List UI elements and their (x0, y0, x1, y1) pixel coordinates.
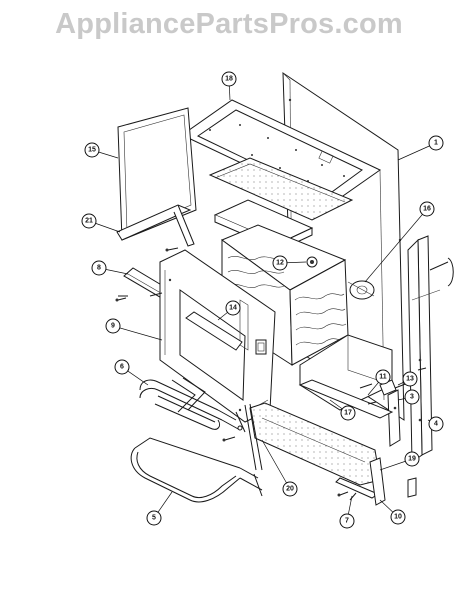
inner-rail (185, 311, 243, 351)
callout-14: 14 (225, 300, 241, 316)
callout-18: 18 (221, 71, 237, 87)
door-hinge (379, 379, 409, 447)
svg-text:17: 17 (344, 410, 352, 417)
callout-20: 20 (282, 481, 298, 497)
svg-text:13: 13 (406, 376, 414, 383)
svg-text:4: 4 (434, 421, 438, 428)
oven-cavity (220, 224, 393, 411)
svg-text:19: 19 (408, 456, 416, 463)
callout-13: 13 (402, 371, 418, 387)
svg-text:21: 21 (85, 218, 93, 225)
callout-6: 6 (114, 359, 130, 375)
bake-element (139, 377, 246, 433)
callout-4: 4 (428, 416, 444, 432)
callout-8: 8 (91, 260, 107, 276)
callout-15: 15 (84, 142, 100, 158)
svg-text:16: 16 (423, 206, 431, 213)
callout-7: 7 (339, 513, 355, 529)
svg-text:12: 12 (276, 260, 284, 267)
callout-11: 11 (375, 369, 391, 385)
svg-text:14: 14 (229, 305, 237, 312)
callout-12: 12 (272, 255, 288, 271)
callout-19: 19 (404, 451, 420, 467)
callout-1: 1 (428, 135, 444, 151)
svg-text:9: 9 (111, 323, 115, 330)
callout-16: 16 (419, 201, 435, 217)
svg-text:1: 1 (434, 140, 438, 147)
screws (115, 247, 427, 497)
side-trim (407, 235, 454, 498)
svg-text:20: 20 (286, 486, 294, 493)
svg-text:11: 11 (379, 374, 387, 381)
bottom-rail (298, 379, 394, 419)
svg-text:15: 15 (88, 147, 96, 154)
callout-21: 21 (81, 213, 97, 229)
callout-17: 17 (340, 405, 356, 421)
svg-text:8: 8 (97, 265, 101, 272)
watermark: AppliancePartsPros.com (55, 8, 403, 40)
element-bracket (244, 403, 263, 471)
svg-text:3: 3 (410, 394, 414, 401)
callout-5: 5 (146, 510, 162, 526)
heat-shield (208, 157, 354, 221)
callout-10: 10 (390, 509, 406, 525)
door-glass (249, 402, 386, 506)
broil-element (130, 437, 263, 503)
svg-text:5: 5 (152, 515, 156, 522)
svg-text:18: 18 (225, 76, 233, 83)
svg-text:10: 10 (394, 514, 402, 521)
svg-text:7: 7 (345, 518, 349, 525)
callout-3: 3 (404, 389, 420, 405)
callout-9: 9 (105, 318, 121, 334)
svg-text:6: 6 (120, 364, 124, 371)
angle-brace (116, 204, 195, 247)
